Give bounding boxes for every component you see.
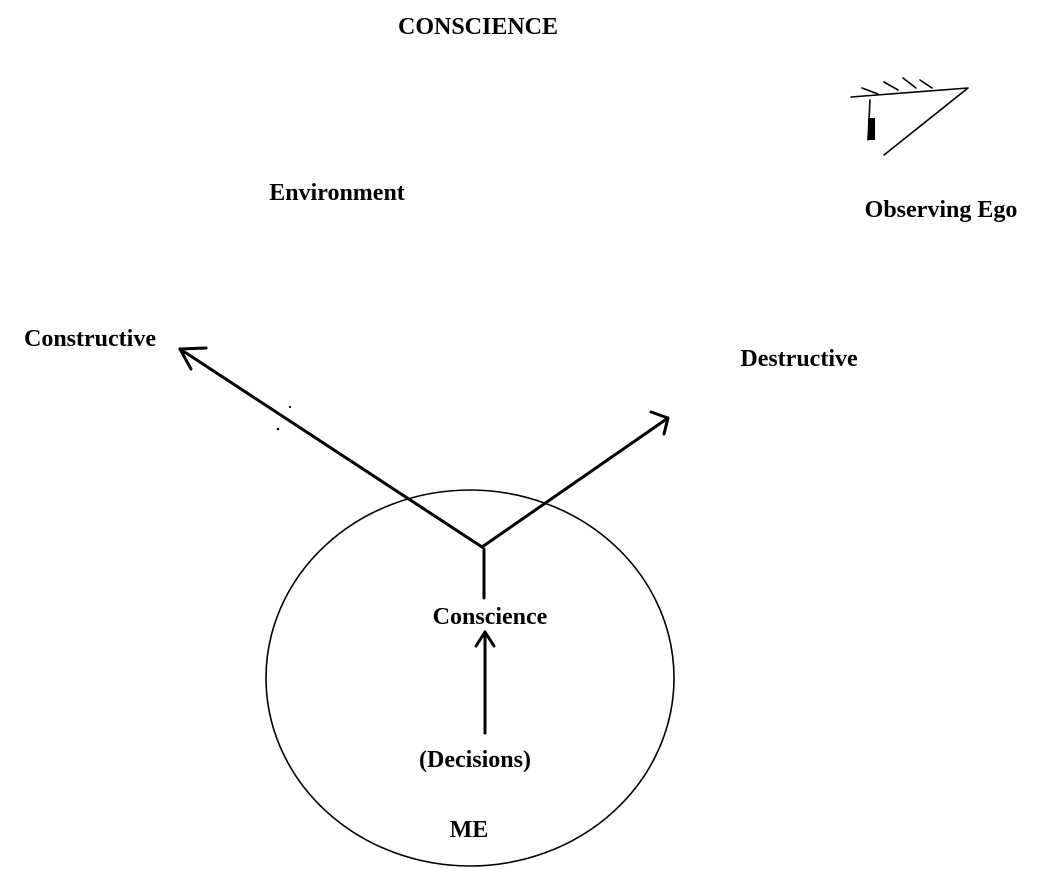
stray-dot bbox=[276, 427, 280, 431]
eye-pupil bbox=[868, 118, 875, 140]
constructive-label: Constructive bbox=[24, 326, 156, 352]
stray-dot bbox=[288, 405, 292, 409]
decisions-label: (Decisions) bbox=[419, 747, 531, 773]
eye-icon bbox=[850, 77, 969, 156]
decisions-arrow bbox=[474, 630, 496, 735]
diagram-title: CONSCIENCE bbox=[398, 14, 558, 40]
me-circle bbox=[265, 489, 675, 867]
conscience-label: Conscience bbox=[433, 604, 548, 630]
environment-label: Environment bbox=[269, 180, 405, 206]
destructive-label: Destructive bbox=[740, 346, 858, 372]
constructive-arrow bbox=[178, 346, 484, 549]
me-label: ME bbox=[450, 817, 489, 843]
destructive-arrow bbox=[480, 410, 670, 549]
observing-ego-label: Observing Ego bbox=[865, 197, 1018, 223]
